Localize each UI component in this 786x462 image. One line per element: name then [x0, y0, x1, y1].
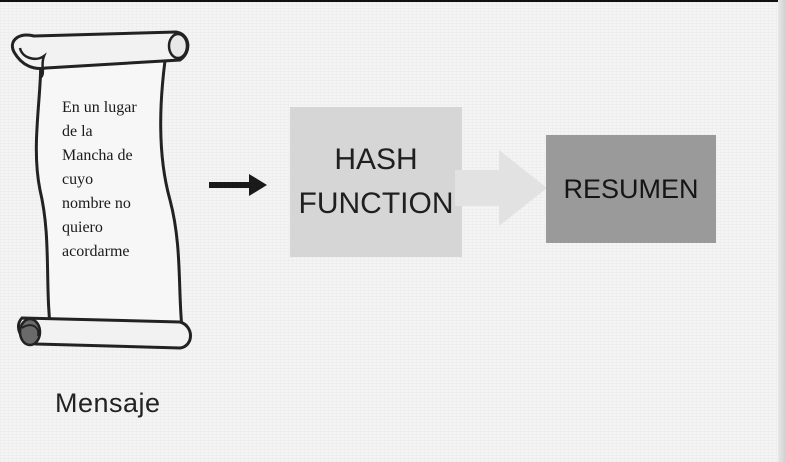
right-page-edge	[778, 0, 786, 462]
message-line: acordarme	[62, 243, 130, 260]
message-line: En un lugar	[62, 99, 137, 116]
message-line: nombre no	[62, 195, 131, 212]
hash-function-box: HASH FUNCTION	[290, 107, 462, 257]
message-line: de la	[62, 123, 93, 140]
hash-label-line1: HASH	[334, 143, 418, 176]
message-line: cuyo	[62, 171, 94, 188]
digest-label: RESUMEN	[563, 173, 699, 204]
message-label: Mensaje	[55, 388, 161, 418]
scroll-icon	[11, 30, 192, 350]
big-arrow-icon	[455, 150, 547, 226]
top-border-line	[0, 0, 786, 2]
message-line: Mancha de	[62, 147, 133, 164]
message-line: quiero	[62, 219, 103, 236]
hash-label-line2: FUNCTION	[298, 187, 454, 220]
message-text: En un lugar de la Mancha de cuyo nombre …	[62, 96, 172, 264]
digest-box: RESUMEN	[546, 135, 716, 243]
arrow-right-icon	[209, 174, 267, 196]
